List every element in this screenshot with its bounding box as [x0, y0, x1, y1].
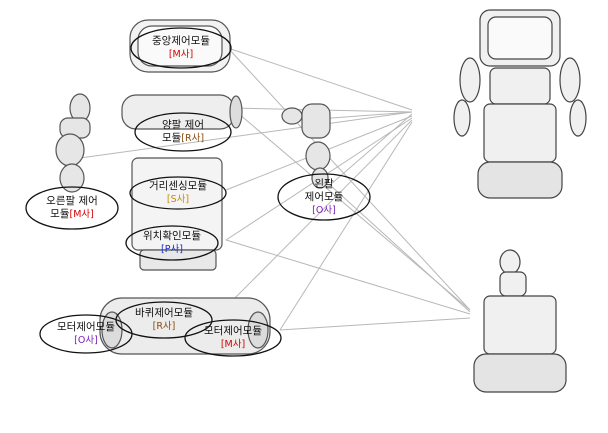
- right-arm-sketch: [55, 93, 91, 193]
- left-arm-module-label: 왼팔 제어모듈 [O사]: [278, 178, 370, 217]
- wheel-module-company: [R사]: [152, 321, 176, 332]
- motor-right-module-label: 모터제어모듈 [M사]: [185, 325, 281, 351]
- right-arm-module-name-1: 오른팔 제어: [46, 195, 98, 207]
- right-arm-module-label: 오른팔 제어 모듈[M사]: [26, 195, 118, 221]
- motor-left-module-name: 모터제어모듈: [57, 321, 115, 333]
- distance-module-name: 거리센싱모듈: [149, 180, 207, 192]
- connector-line: [227, 47, 471, 311]
- central-module-sketch: [129, 19, 231, 73]
- motor-right-module-company: [M사]: [220, 339, 246, 350]
- right-arm-module-ellipse: [25, 186, 119, 230]
- both-arm-module-label: 양팔 제어 모듈[R사]: [135, 119, 231, 145]
- position-module-ellipse: [125, 225, 219, 261]
- right-arm-module-company: [M사]: [69, 209, 94, 220]
- connector-line: [225, 239, 471, 315]
- connector-line: [279, 121, 413, 331]
- distance-module-ellipse: [129, 176, 227, 210]
- central-module-name: 중앙제어모듈: [152, 35, 210, 47]
- position-module-label: 위치확인모듈 [P사]: [126, 230, 218, 256]
- central-module-label: 중앙제어모듈 [M사]: [131, 35, 231, 61]
- connector-line: [231, 107, 471, 311]
- right-arm-module-name-2: 모듈: [50, 208, 70, 220]
- left-arm-module-ellipse: [277, 173, 371, 221]
- position-module-company: [P사]: [161, 244, 183, 255]
- left-arm-module-name-2: 제어모듈: [304, 191, 344, 203]
- wheel-module-ellipse: [115, 301, 213, 339]
- left-arm-module-company: [O사]: [312, 205, 336, 216]
- wheel-module-label: 바퀴제어모듈 [R사]: [116, 307, 212, 333]
- left-arm-sketch: [281, 103, 331, 189]
- both-arm-module-name-1: 양팔 제어: [162, 119, 204, 131]
- connector-line: [329, 113, 413, 186]
- connector-line: [227, 119, 413, 306]
- distance-module-label: 거리센싱모듈 [S사]: [130, 180, 226, 206]
- full-robot-sketch: [453, 9, 587, 199]
- central-module-ellipse: [130, 27, 232, 69]
- connector-line: [227, 47, 413, 111]
- left-arm-module-name-1: 왼팔: [314, 178, 334, 190]
- base-robot-sketch: [473, 249, 567, 393]
- both-arm-module-company: [R사]: [181, 133, 205, 144]
- connector-line: [279, 317, 471, 331]
- central-module-company: [M사]: [168, 49, 194, 60]
- distance-module-company: [S사]: [166, 194, 190, 205]
- both-arm-module-ellipse: [134, 112, 232, 152]
- motor-left-module-company: [O사]: [74, 335, 98, 346]
- both-arm-module-name-2: 모듈: [161, 132, 182, 144]
- label-ellipses: [25, 27, 371, 357]
- position-module-name: 위치확인모듈: [143, 230, 201, 242]
- connector-line: [79, 111, 413, 159]
- wheel-module-name: 바퀴제어모듈: [135, 307, 193, 319]
- motor-right-module-name: 모터제어모듈: [204, 325, 262, 337]
- motor-right-module-ellipse: [184, 319, 282, 357]
- wheel-base-sketch: [99, 297, 271, 355]
- motor-left-module-label: 모터제어모듈 [O사]: [40, 321, 132, 347]
- both-arm-module-sketch: [121, 94, 243, 130]
